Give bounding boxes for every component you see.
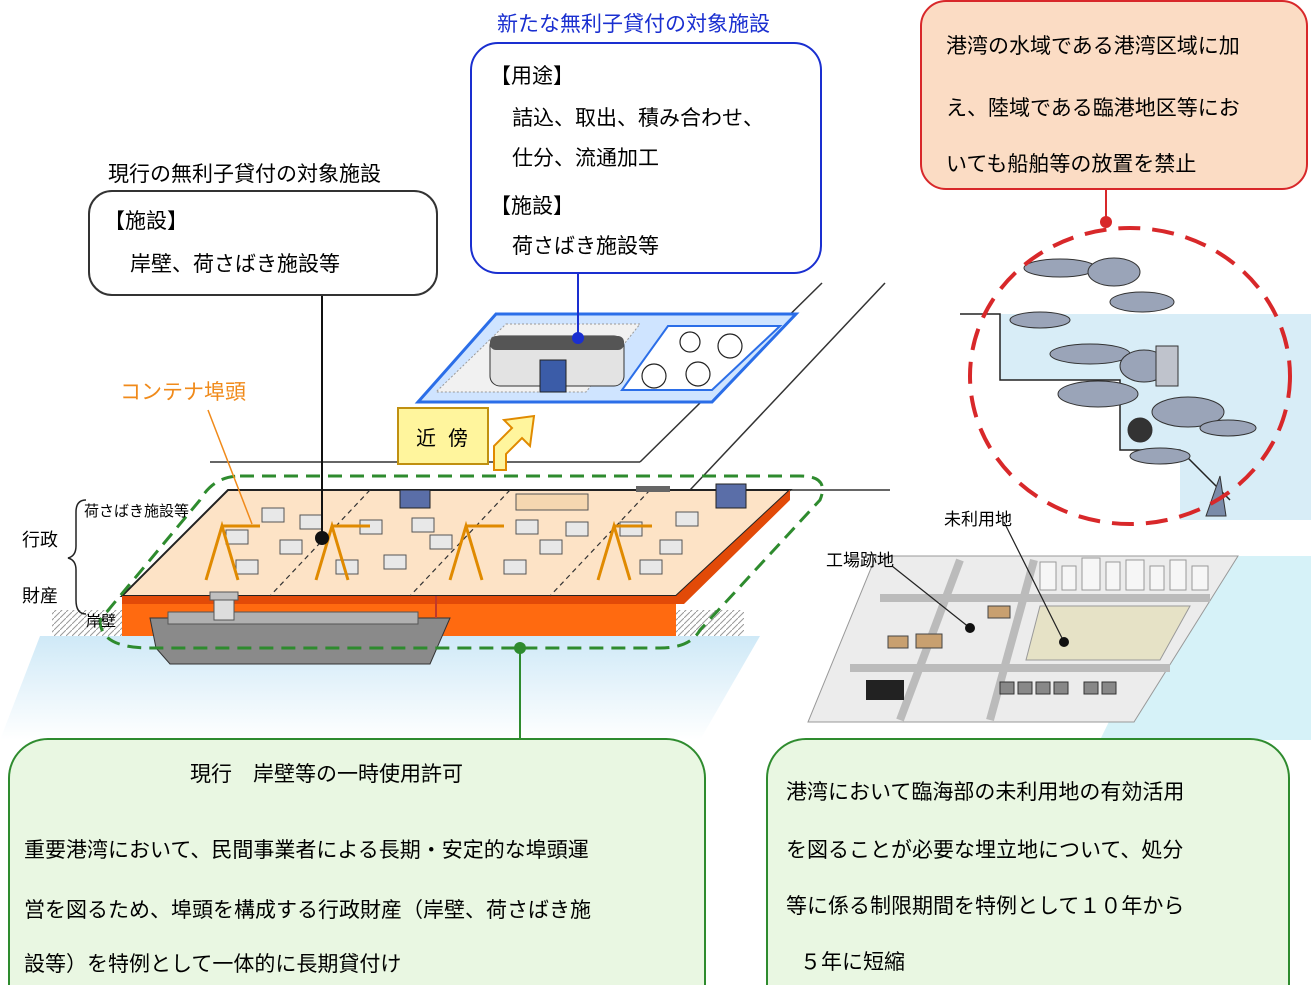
reclaim-note-line2: を図ることが必要な埋立地について、処分 bbox=[786, 838, 1184, 862]
new-facility-usage-header: 【用途】 bbox=[490, 64, 574, 88]
container-stacks bbox=[225, 507, 699, 575]
factory-buildings bbox=[887, 605, 1011, 649]
administrative-label: 行政 bbox=[22, 530, 58, 551]
logistics-warehouse bbox=[489, 335, 625, 393]
reclaim-note-box bbox=[766, 738, 1290, 985]
terminal-gate bbox=[636, 486, 670, 492]
lease-note-line1: 重要港湾において、民間事業者による長期・安定的な埠頭運 bbox=[24, 838, 589, 862]
ban-boundary bbox=[968, 226, 1292, 526]
brace-administrative bbox=[67, 499, 87, 615]
factory-site-label: 工場跡地 bbox=[826, 551, 894, 571]
ban-note-line3: いても船舶等の放置を禁止 bbox=[946, 152, 1197, 176]
current-facility-header: 【施設】 bbox=[104, 209, 188, 233]
new-facility-facility-line1: 荷さばき施設等 bbox=[512, 234, 659, 258]
ban-note-box bbox=[920, 0, 1308, 190]
lease-note-box bbox=[8, 738, 706, 985]
reclaimed-water bbox=[1100, 556, 1311, 740]
unused-land-label: 未利用地 bbox=[944, 510, 1012, 530]
new-facility-facility-header: 【施設】 bbox=[490, 194, 574, 218]
cargo-facility-label: 荷さばき施設等 bbox=[84, 502, 190, 520]
industrial-plant bbox=[866, 680, 904, 700]
new-facility-marker bbox=[572, 332, 584, 344]
abandoned-boats bbox=[1009, 257, 1257, 465]
trees bbox=[641, 331, 743, 389]
current-facility-title: 現行の無利子貸付の対象施設 bbox=[108, 162, 381, 186]
gantry-cranes bbox=[204, 520, 652, 581]
terminal-building-3 bbox=[715, 483, 747, 509]
ground-hatch-left bbox=[52, 610, 122, 636]
new-facility-box bbox=[470, 42, 822, 274]
ban-note-line2: え、陸域である臨港地区等にお bbox=[946, 96, 1240, 120]
unused-leader bbox=[1003, 521, 1065, 643]
city-blocks bbox=[1039, 557, 1209, 591]
container-terminal-leader bbox=[207, 409, 253, 525]
vicinity-arrow bbox=[493, 414, 536, 471]
ban-note-line1: 港湾の水域である港湾区域に加 bbox=[946, 34, 1240, 58]
new-facility-usage-line2: 仕分、流通加工 bbox=[512, 146, 659, 170]
reclaim-note-line4: ５年に短縮 bbox=[800, 950, 905, 974]
factory-leader bbox=[891, 565, 971, 629]
warehouse-sheds bbox=[999, 681, 1117, 695]
lease-note-line2: 営を図るため、埠頭を構成する行政財産（岸壁、荷さばき施 bbox=[24, 898, 591, 922]
current-facility-marker bbox=[315, 531, 329, 545]
container-terminal-label: コンテナ埠頭 bbox=[120, 380, 246, 404]
new-facility-usage-line1: 詰込、取出、積み合わせ、 bbox=[512, 106, 764, 130]
terminal-deck bbox=[119, 489, 793, 597]
reclaim-note-line3: 等に係る制限期間を特例として１０年から bbox=[786, 894, 1185, 918]
current-facility-box bbox=[88, 190, 438, 296]
unused-marker bbox=[1059, 637, 1069, 647]
factory-marker bbox=[965, 623, 975, 633]
lease-note-line3: 設等）を特例として一体的に長期貸付け bbox=[24, 952, 402, 976]
water-area-right bbox=[900, 314, 1311, 520]
pier-label: 岸壁 bbox=[86, 612, 117, 630]
reclaim-note-line1: 港湾において臨海部の未利用地の有効活用 bbox=[786, 780, 1185, 804]
terminal-building-1 bbox=[399, 489, 431, 509]
container-ship bbox=[149, 591, 451, 665]
new-facility-title: 新たな無利子貸付の対象施設 bbox=[497, 12, 770, 36]
terminal-building-2 bbox=[515, 493, 589, 511]
current-facility-line1: 岸壁、荷さばき施設等 bbox=[130, 252, 340, 276]
unused-land-parcel bbox=[1025, 605, 1191, 661]
lease-note-header: 現行 岸壁等の一時使用許可 bbox=[190, 762, 463, 786]
lease-boundary bbox=[98, 474, 824, 650]
vicinity-label: 近傍 bbox=[397, 407, 489, 465]
property-label: 財産 bbox=[22, 586, 58, 607]
